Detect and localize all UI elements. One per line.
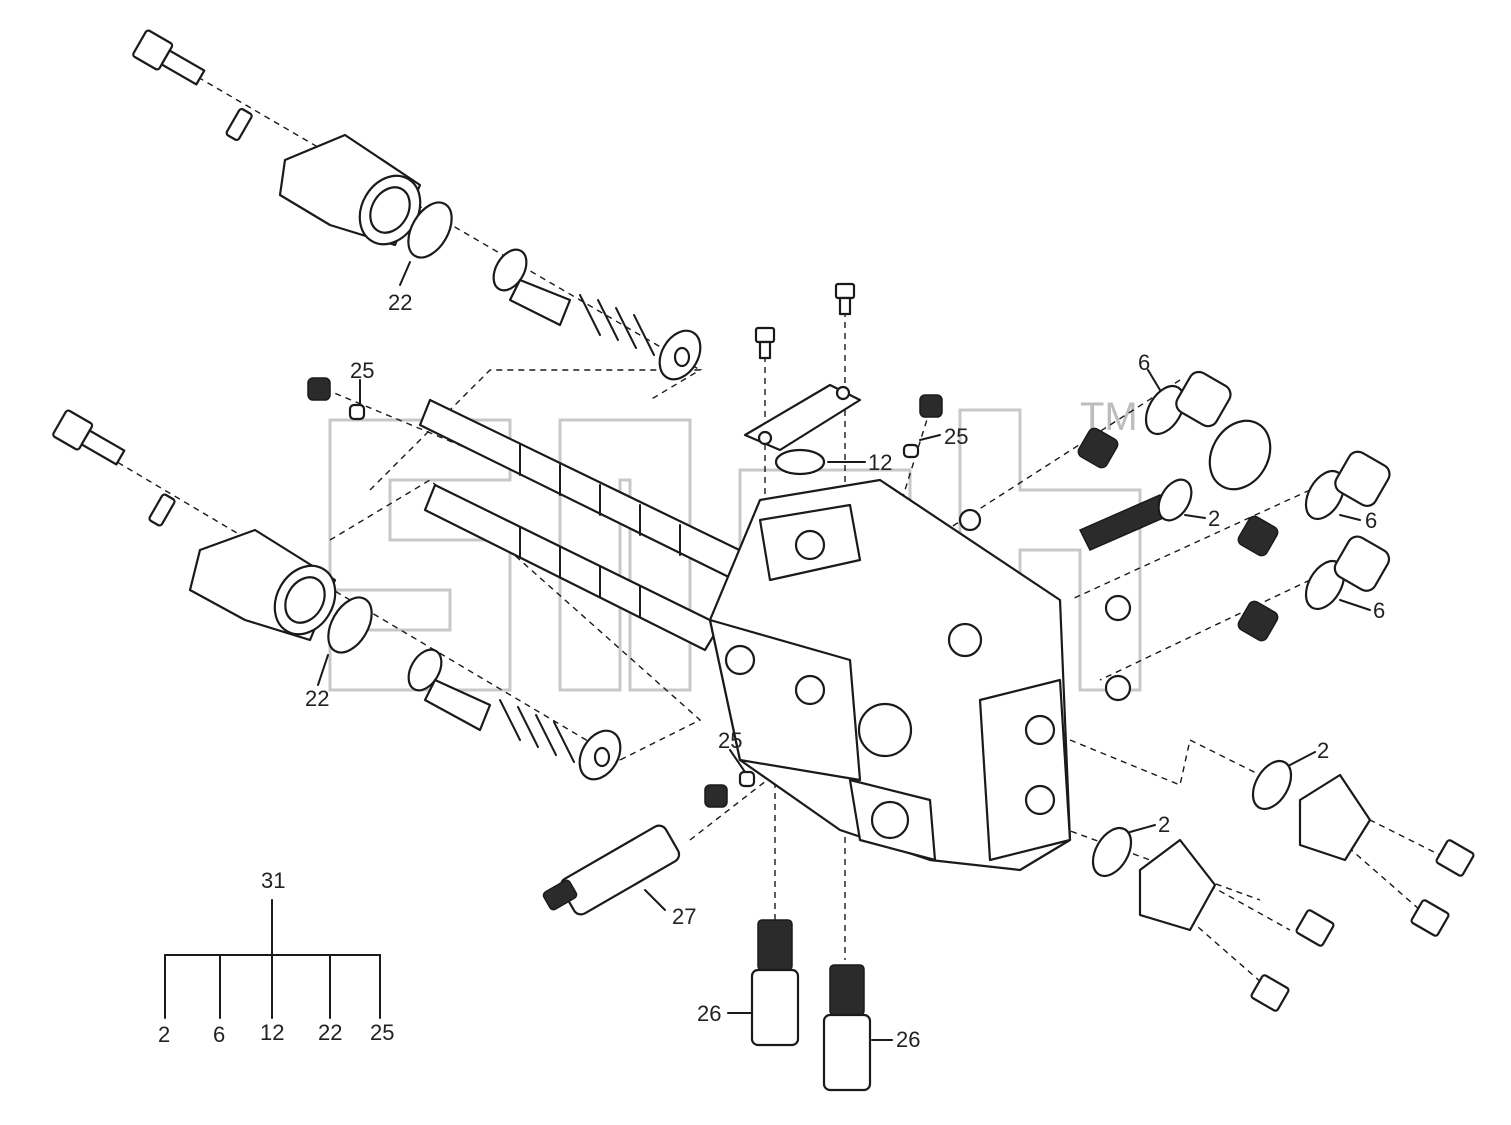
callout-25-upper-left: 25 — [350, 358, 374, 383]
seal-25-upper-left — [348, 403, 366, 421]
callout-6-mid: 6 — [1365, 508, 1377, 533]
right-fittings — [958, 370, 1391, 702]
small-plug-2 — [1104, 594, 1132, 622]
cap-right — [1208, 419, 1272, 491]
fitting-6-mid — [1304, 450, 1391, 520]
callout-2-right: 2 — [1317, 738, 1329, 763]
callout-6-low: 6 — [1373, 598, 1385, 623]
callout-25-top: 25 — [944, 424, 968, 449]
kit-parent-31: 31 — [261, 868, 285, 893]
kit-child-22: 22 — [318, 1020, 342, 1045]
upper-washer — [225, 108, 253, 141]
plug-right-1 — [1077, 427, 1119, 469]
callout-2-top: 2 — [1208, 506, 1220, 531]
cover-plate — [743, 383, 862, 452]
seal-25-top — [902, 443, 920, 459]
top-cover-assembly — [743, 282, 943, 476]
callout-6-top: 6 — [1138, 350, 1150, 375]
relief-valve-27 — [542, 824, 681, 916]
upper-end-cap — [278, 133, 422, 247]
fitting-6-low — [1304, 535, 1391, 610]
upper-spool-spring — [492, 248, 702, 381]
spools — [307, 377, 762, 652]
o-ring-2-left — [1091, 827, 1133, 877]
lower-spool — [423, 483, 722, 652]
flange-bolts — [1250, 839, 1475, 1012]
cover-bolt-left — [754, 326, 776, 360]
lower-bolt — [52, 409, 126, 466]
callout-25-lower: 25 — [718, 728, 742, 753]
callout-2-left: 2 — [1158, 812, 1170, 837]
callout-12: 12 — [868, 450, 892, 475]
lower-end-cap — [188, 528, 337, 642]
small-plug-3 — [1104, 674, 1132, 702]
callout-26-right: 26 — [896, 1027, 920, 1052]
kit-child-6: 6 — [213, 1022, 225, 1047]
callout-22-lower: 22 — [305, 686, 329, 711]
cartridge-26-right — [822, 964, 872, 1092]
o-ring-2-right — [1251, 760, 1293, 810]
leader-lines — [317, 261, 1371, 1041]
threaded-fitting-2 — [1078, 478, 1193, 551]
callout-26-left: 26 — [697, 1001, 721, 1026]
callout-22-upper: 22 — [388, 290, 412, 315]
upper-end-cap-assembly — [132, 29, 702, 381]
upper-o-ring-22 — [407, 201, 453, 259]
seal-25-lower — [738, 770, 756, 788]
kit-child-25: 25 — [370, 1020, 394, 1045]
kit-tree: 31 2 6 12 22 25 — [158, 868, 394, 1047]
plug-lower-left — [704, 784, 728, 808]
plug-right-3 — [1237, 600, 1279, 642]
o-ring-12 — [774, 448, 826, 476]
cover-bolt-right — [834, 282, 856, 316]
upper-spool — [418, 398, 762, 587]
lower-washer — [148, 493, 176, 527]
plug-right-2 — [1237, 515, 1279, 557]
valve-body — [708, 478, 1072, 872]
kit-child-12: 12 — [260, 1020, 284, 1045]
small-plug-1 — [958, 508, 982, 532]
upper-bolt — [132, 29, 206, 86]
lower-spool-spring — [407, 648, 622, 781]
flange-assemblies — [1091, 760, 1475, 1012]
lower-o-ring-22 — [327, 596, 373, 654]
fitting-6-top — [1144, 370, 1232, 435]
flange-right — [1298, 773, 1372, 862]
flange-left — [1138, 838, 1217, 932]
lower-end-cap-assembly — [52, 409, 622, 781]
cartridge-26-left — [750, 919, 800, 1047]
plug-top-right — [919, 394, 943, 418]
plug-upper-left — [307, 377, 331, 401]
callout-27: 27 — [672, 904, 696, 929]
callout-labels: 22 25 22 25 12 25 6 2 6 6 2 2 27 26 26 — [305, 290, 1385, 1052]
kit-child-2: 2 — [158, 1022, 170, 1047]
